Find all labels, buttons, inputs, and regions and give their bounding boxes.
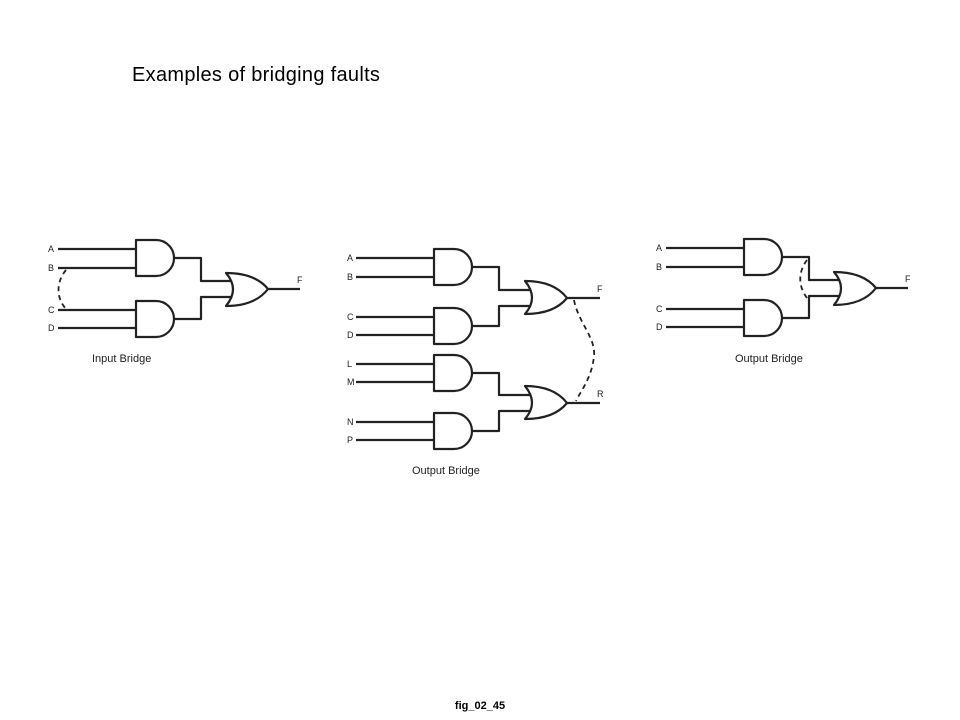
and-gate-2 <box>742 298 784 338</box>
or-gate <box>832 270 878 307</box>
label-input-c: C <box>48 305 55 315</box>
label-input-b: B <box>48 263 54 273</box>
and-gate-1 <box>432 247 474 287</box>
label-input-m: M <box>347 377 355 387</box>
label-input-p: P <box>347 435 353 445</box>
wire-and2-to-or1 <box>472 304 531 328</box>
label-input-a: A <box>656 243 662 253</box>
label-input-d: D <box>656 322 663 332</box>
slide-title: Examples of bridging faults <box>132 64 381 86</box>
label-input-d: D <box>48 323 55 333</box>
and-gate-1 <box>134 238 176 278</box>
circuit-output-bridge-large: A B C D L M N P F R Output Bridge <box>347 247 604 477</box>
and-gate-2 <box>432 306 474 346</box>
wire-and1-to-or1 <box>472 265 531 292</box>
label-input-b: B <box>656 262 662 272</box>
and-gate-1 <box>742 237 784 277</box>
circuit-output-bridge-small: A B C D F Output Bridge <box>656 237 911 365</box>
wire-and1-to-or <box>174 256 232 283</box>
label-input-a: A <box>48 244 54 254</box>
and-gate-3 <box>432 353 474 393</box>
label-input-l: L <box>347 359 352 369</box>
circuit-input-bridge: A B C D F Input Bridge <box>48 238 303 365</box>
wire-and4-to-or2 <box>472 409 531 433</box>
figure-id: fig_02_45 <box>454 700 506 712</box>
label-input-c: C <box>347 312 354 322</box>
label-input-c: C <box>656 304 663 314</box>
label-output-f: F <box>597 284 603 294</box>
label-input-n: N <box>347 417 354 427</box>
and-gate-2 <box>134 299 176 339</box>
wire-and2-to-or <box>782 294 840 320</box>
or-gate <box>224 271 270 308</box>
label-input-b: B <box>347 272 353 282</box>
and-gate-4 <box>432 411 474 451</box>
label-output-f: F <box>297 275 303 285</box>
bridging-fault-b-c <box>57 269 67 310</box>
label-output-f: F <box>905 274 911 284</box>
label-output-r: R <box>597 389 604 399</box>
bridging-fault-f-r <box>573 299 595 402</box>
or-gate-2 <box>523 384 569 421</box>
wire-and1-to-or <box>782 255 840 282</box>
bridging-fault-and-outputs <box>799 259 808 299</box>
or-gate-1 <box>523 279 569 316</box>
label-input-a: A <box>347 253 353 263</box>
label-input-d: D <box>347 330 354 340</box>
caption-output-bridge-large: Output Bridge <box>412 465 480 477</box>
wire-and3-to-or2 <box>472 371 531 397</box>
wire-and2-to-or <box>174 295 232 321</box>
caption-input-bridge: Input Bridge <box>92 353 151 365</box>
caption-output-bridge-small: Output Bridge <box>735 353 803 365</box>
